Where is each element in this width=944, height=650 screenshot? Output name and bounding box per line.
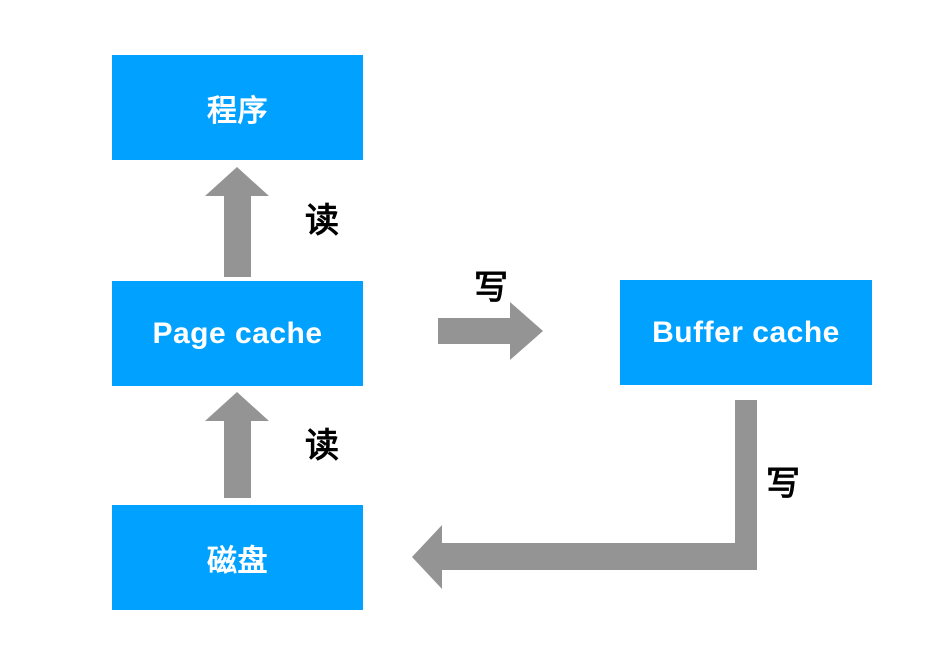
arrow-left-head-icon [412, 525, 442, 589]
write-label-right: 写 [766, 465, 800, 503]
arrow-write-buffer-to-disk-horizontal [442, 543, 757, 570]
node-page-cache: Page cache [112, 281, 363, 386]
arrow-up-head-icon [205, 392, 269, 421]
arrow-write-page-to-buffer [438, 318, 510, 344]
arrow-read-page-to-program [224, 195, 251, 277]
node-disk: 磁盘 [112, 505, 363, 610]
arrow-right-head-icon [510, 302, 543, 360]
node-disk-label: 磁盘 [207, 544, 268, 578]
arrow-write-buffer-to-disk-vertical [735, 400, 757, 570]
read-label-top: 读 [305, 202, 339, 240]
node-program-label: 程序 [207, 94, 268, 128]
arrow-up-head-icon [205, 167, 269, 196]
node-page-cache-label: Page cache [152, 316, 323, 350]
read-label-bottom: 读 [305, 427, 339, 465]
node-buffer-cache: Buffer cache [620, 280, 872, 385]
node-program: 程序 [112, 55, 363, 160]
arrow-read-disk-to-page [224, 420, 251, 498]
write-label-top: 写 [474, 269, 508, 307]
node-buffer-cache-label: Buffer cache [652, 315, 840, 349]
